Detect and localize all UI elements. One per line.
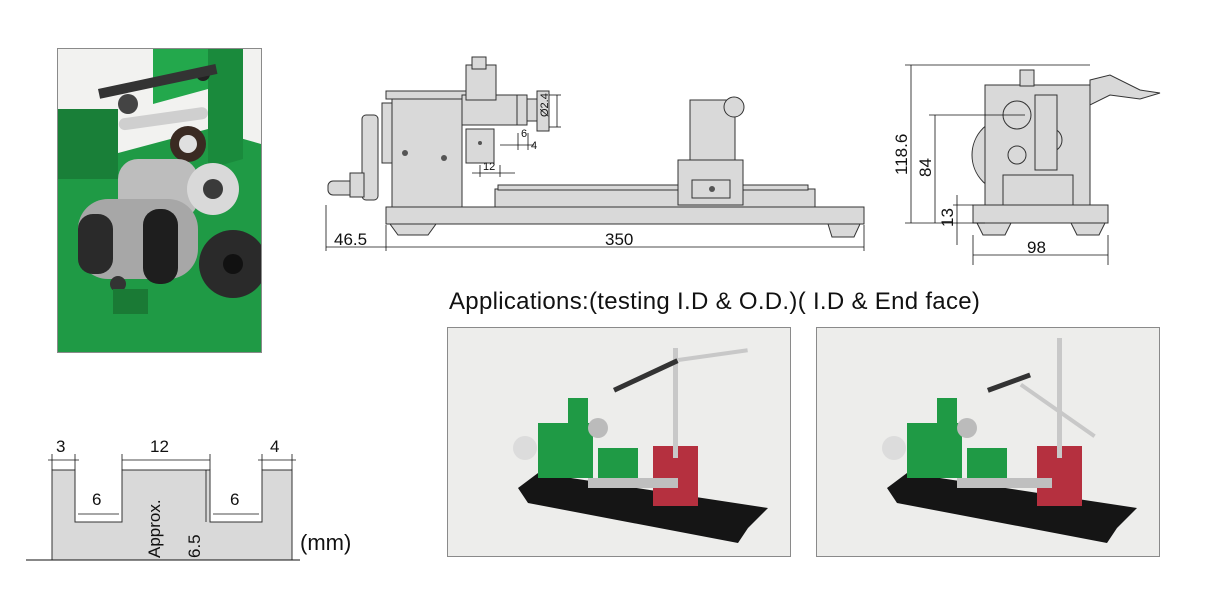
dim-center-height: 84	[916, 158, 935, 177]
closeup-illustration	[58, 49, 261, 352]
dim-height-total: 118.6	[892, 134, 911, 175]
dim-left-land: 3	[56, 437, 65, 456]
dim-right-land: 4	[270, 437, 279, 456]
closeup-photo	[57, 48, 262, 353]
dim-right-groove: 6	[230, 490, 239, 509]
dim-4: 4	[531, 140, 537, 152]
dim-base-height: 13	[938, 208, 957, 227]
dim-left-offset: 46.5	[334, 230, 367, 249]
dim-length: 350	[605, 230, 633, 249]
side-view-drawing: 46.5 350 Ø2.4 6 4 12	[320, 55, 870, 265]
application-photo-end-face	[816, 327, 1160, 557]
dim-width: 98	[1027, 238, 1046, 257]
dim-depth-value: 6.5	[185, 534, 204, 558]
groove-profile-drawing: 3 12 4 6 6 Approx. 6.5	[20, 430, 300, 570]
dim-center-land: 12	[150, 437, 169, 456]
application-photo-od	[447, 327, 791, 557]
end-view-drawing: 118.6 84 13 98	[885, 55, 1170, 265]
dim-diameter: Ø2.4	[539, 93, 551, 117]
dim-left-groove: 6	[92, 490, 101, 509]
dim-12: 12	[483, 161, 495, 173]
dim-depth-label: Approx.	[145, 499, 164, 558]
dim-6: 6	[521, 128, 527, 140]
applications-caption: Applications:(testing I.D & O.D.)( I.D &…	[449, 288, 981, 315]
unit-label: (mm)	[300, 530, 352, 555]
